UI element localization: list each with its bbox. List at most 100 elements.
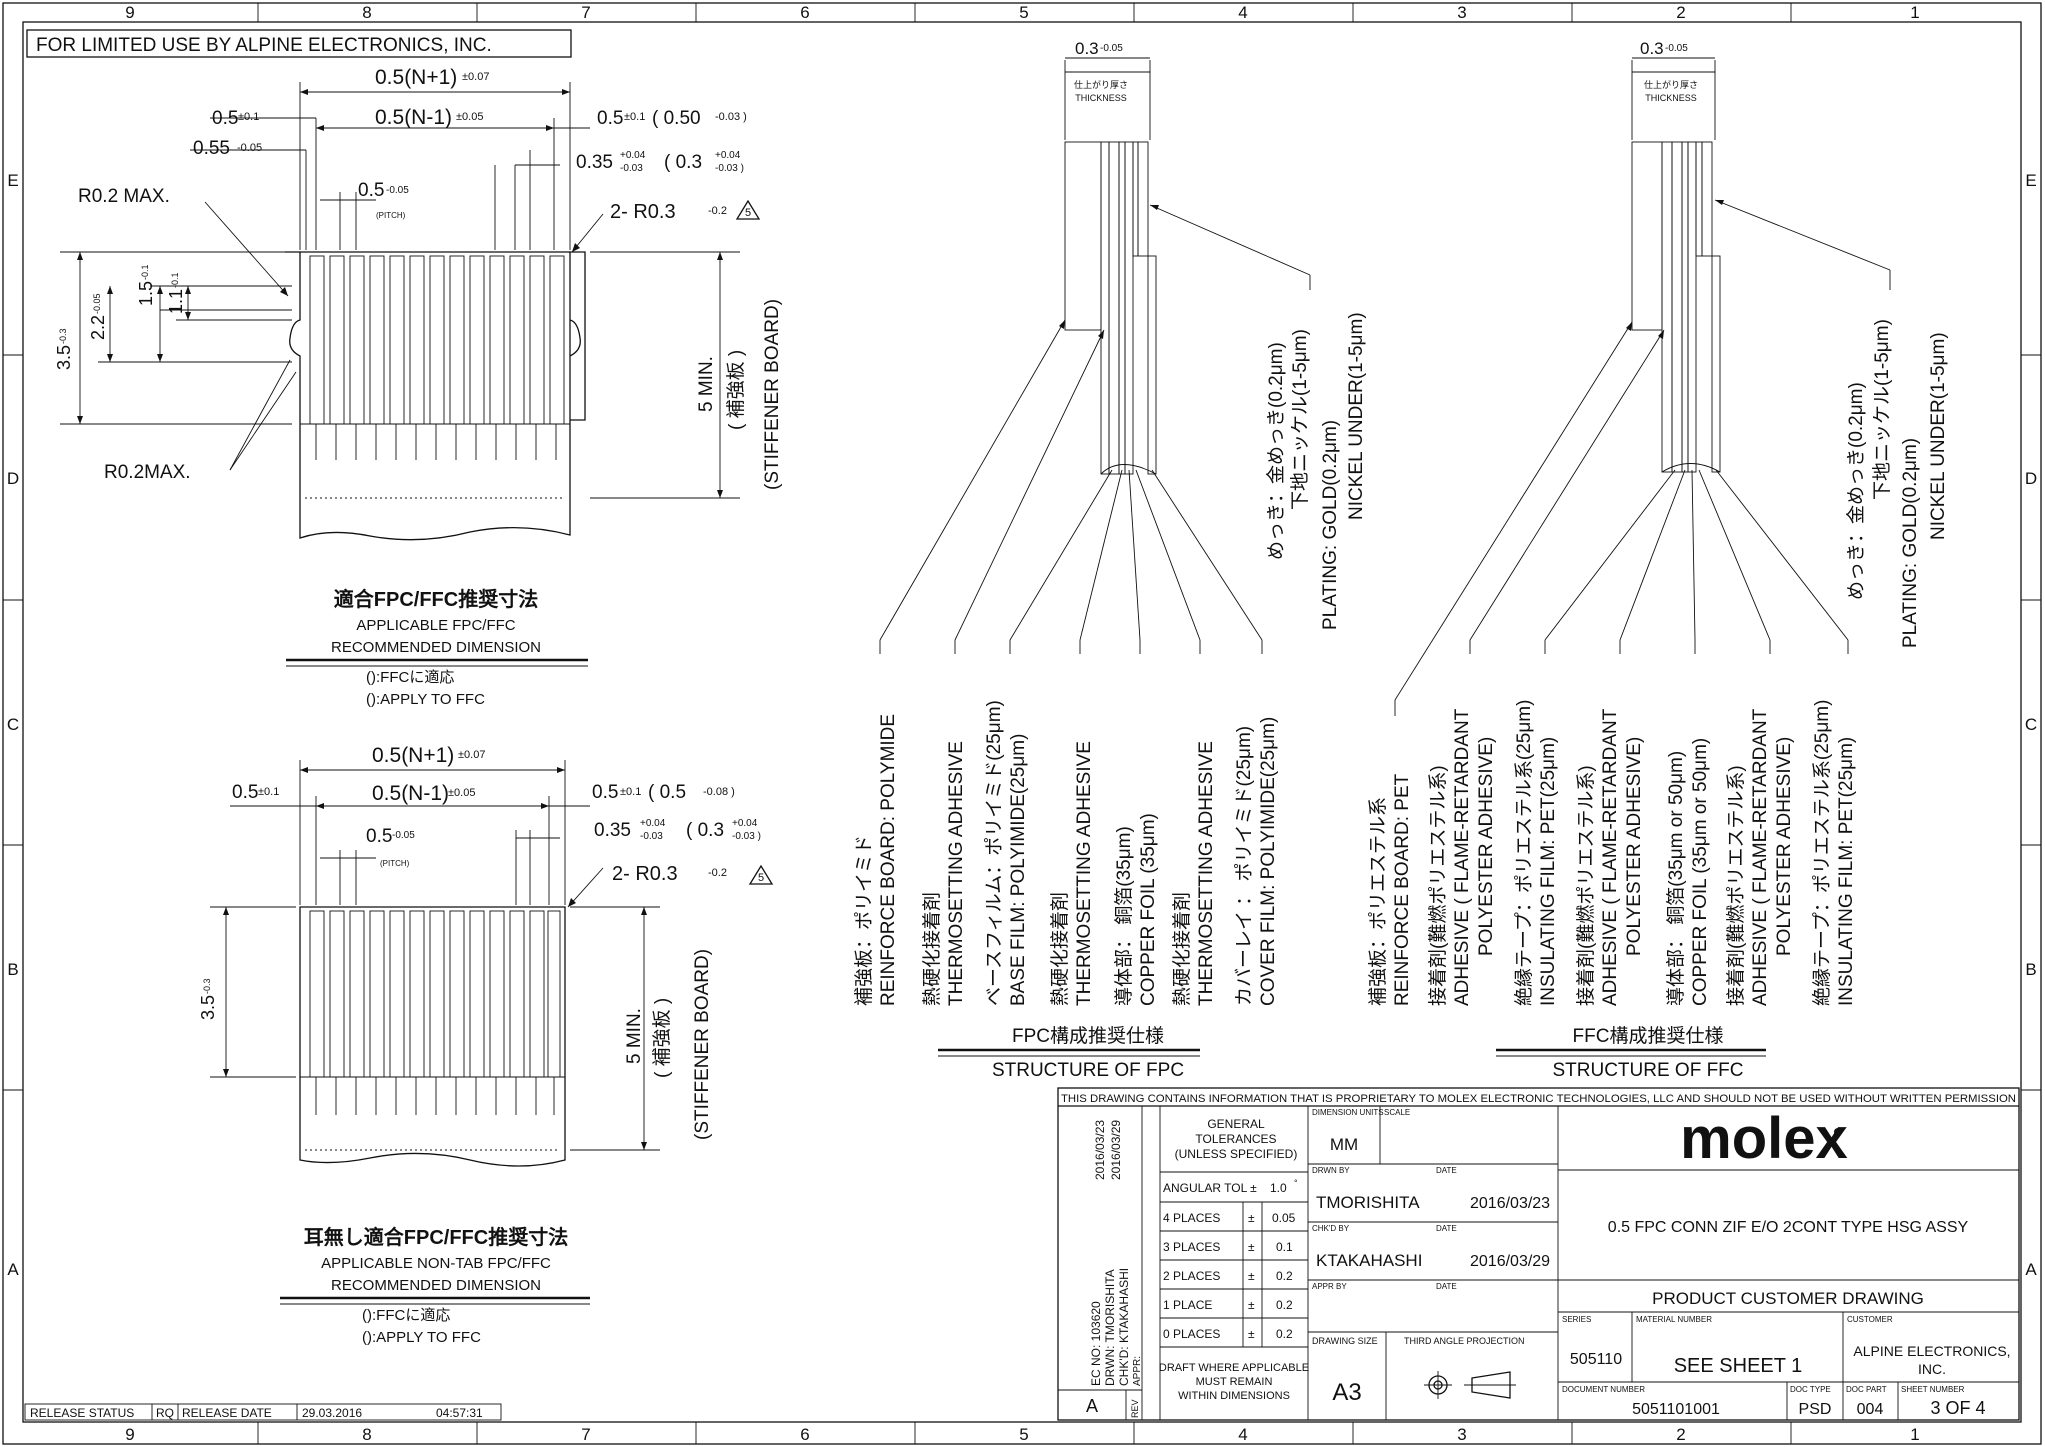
thickness-dim: 0.3 (1640, 39, 1664, 58)
svg-text:INC.: INC. (1918, 1361, 1946, 1377)
tol-row-sign: ± (1248, 1327, 1255, 1341)
restriction-banner: FOR LIMITED USE BY ALPINE ELECTRONICS, I… (36, 35, 492, 56)
tol-row-value: 0.2 (1276, 1327, 1293, 1341)
document-type: PSD (1799, 1401, 1832, 1418)
document-part: 004 (1857, 1401, 1884, 1418)
grid-col-label: 5 (1019, 3, 1028, 22)
dim-right-b-ffc-tol-dn: -0.03 ) (732, 831, 761, 842)
revision-date: 2016/03/29 (1109, 1120, 1123, 1180)
svg-text:TOLERANCES: TOLERANCES (1195, 1132, 1276, 1146)
layer-label-en: COVER FILM: POLYIMIDE(25μm) (1258, 717, 1279, 1006)
draft-note: DRAFT WHERE APPLICABLE (1159, 1362, 1309, 1374)
dimension-units: MM (1330, 1135, 1358, 1154)
fpc-outline-view-top: 0.5(N+1) ±0.07 0.5(N-1) ±0.05 0.5 ±0.1 0… (54, 66, 783, 541)
note-jp: ():FFCに適応 (366, 668, 454, 686)
svg-text:適合FPC/FFC推奨寸法: 適合FPC/FFC推奨寸法 (334, 587, 538, 611)
dim-right-b: 0.35 (594, 820, 631, 841)
layer-label-jp: 接着剤(難燃ポリエステル系) (1575, 765, 1597, 1006)
stiffener-jp: ( 補強板 ) (651, 998, 673, 1078)
height-dim-tol: -0.3 (58, 328, 68, 344)
layer-label-en: POLYESTER ADHESIVE) (1624, 737, 1645, 956)
drawn-by-short: DRWN: TMORISHITA (1103, 1269, 1117, 1386)
dim-left-b: 0.55 (193, 138, 230, 159)
dim-total: 0.5(N+1) (372, 744, 454, 767)
thickness-en: THICKNESS (1645, 93, 1697, 103)
corner-radius: 2- R0.3 (612, 863, 678, 885)
series-number: 505110 (1570, 1351, 1622, 1368)
release-date: 29.03.2016 (302, 1406, 362, 1420)
height-dim-tol: -0.1 (140, 264, 150, 280)
layer-label-en: ADHESIVE ( FLAME-RETARDANT (1600, 708, 1621, 1006)
thickness-dim: 0.3 (1075, 39, 1099, 58)
molex-logo: molex (1680, 1106, 1848, 1171)
stiffener-dim: 5 MIN. (624, 1008, 645, 1064)
layer-label-en: THERMOSETTING ADHESIVE (1074, 741, 1095, 1006)
grid-col-label: 7 (581, 3, 590, 22)
tol-row-unit: ° (1294, 1178, 1298, 1188)
layer-label-jp: 熱硬化接着剤 (1049, 892, 1071, 1006)
tol-row-label: 3 PLACES (1163, 1240, 1220, 1254)
field-label: SHEET NUMBER (1901, 1385, 1965, 1394)
dim-inner-tol: ±0.05 (456, 111, 483, 123)
field-label: SERIES (1562, 1315, 1591, 1324)
dim-total: 0.5(N+1) (375, 66, 457, 89)
dim-right-a: 0.5 (592, 782, 618, 803)
revision-date: 2016/03/23 (1093, 1120, 1107, 1180)
height-dim: 1.5 (136, 281, 156, 306)
stiffener-jp: ( 補強板 ) (725, 350, 747, 430)
drawing-description: 0.5 FPC CONN ZIF E/O 2CONT TYPE HSG ASSY (1608, 1219, 1969, 1236)
stiffener-en: (STIFFENER BOARD) (762, 299, 783, 490)
plating-line: めっき：金めっき(0.2μm) (1265, 342, 1287, 560)
layer-label-jp: 導体部： 銅箔(35μm) (1113, 826, 1135, 1006)
field-label: DIMENSION UNITS (1312, 1108, 1384, 1117)
revision-triangle-icon: 5 (748, 864, 774, 885)
grid-col-label: 1 (1910, 1425, 1919, 1444)
layer-label-en: COPPER FOIL (35μm) (1138, 813, 1159, 1006)
title-block: THIS DRAWING CONTAINS INFORMATION THAT I… (1057, 1087, 2020, 1421)
grid-row-label: A (2025, 1260, 2037, 1279)
fpc-outline-view-bottom: 0.5(N+1) ±0.07 0.5(N-1) ±0.05 0.5 ±0.1 0… (198, 744, 774, 1167)
dim-right-b: 0.35 (576, 152, 613, 173)
checked-date: 2016/03/29 (1470, 1253, 1550, 1270)
layer-label-jp: 接着剤(難燃ポリエステル系) (1427, 765, 1449, 1006)
dim-left-a: 0.5 (232, 782, 258, 803)
layer-label-en: INSULATING FILM: PET(25μm) (1836, 737, 1857, 1006)
dim-right-a-ffc-tol: -0.08 ) (703, 786, 735, 798)
material-number: SEE SHEET 1 (1674, 1355, 1803, 1377)
release-status: RQ (156, 1406, 174, 1420)
dim-right-b-tol-dn: -0.03 (620, 163, 643, 174)
height-dim: 2.2 (88, 315, 108, 340)
view-title-top: 適合FPC/FFC推奨寸法 APPLICABLE FPC/FFC RECOMME… (286, 587, 588, 708)
layer-label-jp: カバーレイ ： ポリイミド(25μm) (1233, 726, 1255, 1006)
field-label: DATE (1436, 1224, 1457, 1233)
height-dim-tol: -0.3 (202, 978, 212, 994)
grid-col-label: 3 (1457, 1425, 1466, 1444)
release-status-label: RELEASE STATUS (30, 1406, 134, 1420)
field-label: SCALE (1384, 1108, 1410, 1117)
dim-left-a: 0.5 (212, 108, 238, 129)
grid-col-label: 4 (1238, 1425, 1247, 1444)
note-en: ():APPLY TO FFC (366, 691, 485, 708)
svg-text:RECOMMENDED DIMENSION: RECOMMENDED DIMENSION (331, 639, 541, 656)
revision-triangle-icon: 5 (735, 199, 761, 220)
dim-right-a-tol: ±0.1 (624, 111, 645, 123)
height-dim-tol: -0.05 (92, 293, 102, 314)
dim-inner: 0.5(N-1) (375, 106, 452, 129)
layer-label-en: INSULATING FILM: PET(25μm) (1538, 737, 1559, 1006)
fpc-structure: 0.3 -0.05 仕上がり厚さ THICKNESS (853, 39, 1367, 1081)
height-dim: 3.5 (198, 995, 218, 1020)
grid-col-label: 7 (581, 1425, 590, 1444)
dim-inner-tol: ±0.05 (448, 787, 475, 799)
grid-col-label: 1 (1910, 3, 1919, 22)
tol-row-sign: ± (1248, 1240, 1255, 1254)
svg-text:WITHIN DIMENSIONS: WITHIN DIMENSIONS (1178, 1390, 1290, 1402)
layer-label-jp: ベースフィルム：ポリイミド(25μm) (983, 700, 1005, 1006)
document-number: 5051101001 (1632, 1401, 1720, 1418)
structure-title-en: STRUCTURE OF FPC (992, 1060, 1184, 1081)
view-title-bottom: 耳無し適合FPC/FFC推奨寸法 APPLICABLE NON-TAB FPC/… (280, 1225, 590, 1346)
tol-row-label: ANGULAR TOL ± (1163, 1181, 1257, 1195)
stiffener-en: (STIFFENER BOARD) (692, 949, 713, 1140)
structure-title-jp: FFC構成推奨仕様 (1573, 1025, 1724, 1047)
corner-radius: 2- R0.3 (610, 201, 676, 223)
